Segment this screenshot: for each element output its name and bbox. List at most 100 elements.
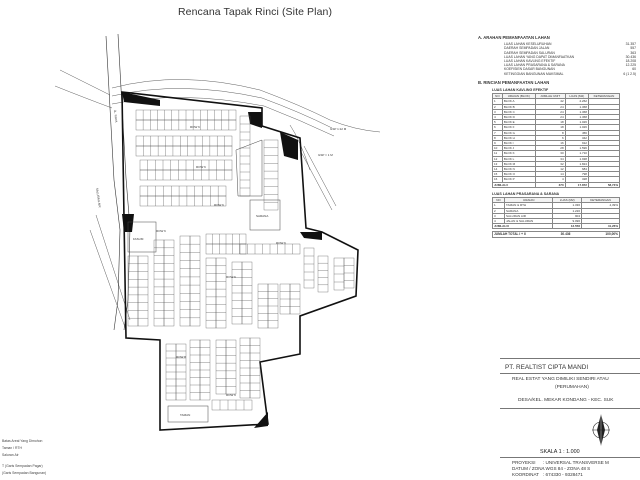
section-a-row: LUAS LAHAN YANG DAPAT DIMANFAATKAN 30.436 (478, 55, 640, 59)
projection-value: : UNIVERSAL TRANSVERSE M (543, 460, 609, 465)
section-a-label: LUAS LAHAN KAVLING EFEKTIF (504, 59, 556, 64)
label-row-6: ROW 6 (226, 275, 236, 279)
label-row-5: ROW 6 (276, 241, 286, 245)
grand-total-row: JUMLAH TOTAL I + II 30.436 100,00% (492, 231, 620, 238)
north-arrow-icon (592, 414, 610, 446)
section-a-row: LUAS LAHAN KAVLING EFEKTIF 18.208 (478, 59, 640, 63)
divider (500, 358, 640, 359)
lot-block (303, 247, 315, 289)
project-location: DESA/KEL. MEKAR KONDANG - KEC. SUK (518, 398, 614, 403)
document-title: Rencana Tapak Rinci (Site Plan) (178, 6, 333, 18)
table-sum-cell: 370 (534, 181, 566, 188)
label-fasum: FASUM (133, 237, 144, 241)
projection-row: PROYEKSI: UNIVERSAL TRANSVERSE M (512, 460, 609, 465)
lot-block (263, 139, 279, 211)
coordinate-key: KOORDINAT (512, 472, 539, 477)
lot-block (135, 135, 233, 147)
land-use-summary: A. ARAHAN PEMANFAATAN LAHAN LUAS LAHAN K… (478, 34, 640, 238)
section-a-value: 18.208 (625, 59, 636, 64)
section-a-value: 557 (630, 46, 636, 51)
label-row-4: ROW 6 (156, 229, 166, 233)
section-a-row: DAERAH SEMPADAN JALAN 557 (478, 46, 640, 50)
lot-block (215, 257, 227, 329)
label-rth: TAMAN (180, 413, 190, 417)
label-row-7: ROW 8 (176, 355, 186, 359)
grand-total-area: 30.436 (560, 232, 571, 237)
site-plan-drawing: FASUM SARANA TAMAN GSP = 1 M GSP 1:12 M … (54, 33, 381, 431)
lot-block (215, 339, 227, 395)
lot-block (189, 235, 201, 327)
label-road-side: SALURAN AIR (95, 188, 102, 209)
lot-block (205, 257, 217, 329)
lot-block (163, 239, 175, 327)
section-a-value: 31.357 (625, 42, 636, 47)
section-a-row: DAERAH SEMPADAN SALURAN 363 (478, 51, 640, 55)
grand-total-percent: 100,00% (605, 232, 618, 237)
legend-line-3: Saluran Air (2, 453, 19, 457)
lot-block (211, 399, 253, 411)
divider (500, 408, 640, 409)
lot-block (225, 339, 237, 395)
table-sum-cell: 17.872 (564, 181, 589, 188)
section-a-label: LUAS LAHAN YANG DAPAT DIMANFAATKAN (504, 54, 575, 59)
table-header-cell: URAIAN (BLOK) (501, 93, 536, 100)
label-row-3: ROW 6 (214, 203, 224, 207)
section-a-value: 60 (632, 67, 636, 72)
legend-line-4: T (Garis Sempadan Pagar) (2, 464, 43, 468)
project-line-1: REAL ESTAT YANG DIMILIKI SENDIRI ATAU (512, 377, 609, 382)
label-road-main: JL. RAYA (113, 110, 118, 123)
table-cell: JALAN & SALURAN (504, 217, 554, 225)
divider (500, 457, 640, 458)
table-header-cell: LUAS (M2) (564, 93, 589, 100)
section-a-label: KETINGGIAN BANGUNAN MAKSIMAL (504, 71, 564, 76)
coordinate-row: KOORDINAT : 674330 - 9328471 (512, 472, 583, 477)
label-gsp-top: GSP = 1 M (318, 153, 333, 157)
lot-block (127, 255, 139, 327)
section-a-label: DAERAH SEMPADAN JALAN (504, 46, 550, 51)
table-sum-cell: 41,26% (581, 223, 620, 230)
section-a-row: KOEFISIEN DASAR BANGUNAN 60 (478, 67, 640, 71)
label-masjid: SARANA (256, 214, 268, 218)
section-a-value: 30.436 (625, 54, 636, 59)
section-a-label: KOEFISIEN DASAR BANGUNAN (504, 67, 555, 72)
datum-key: DATUM / ZONA (512, 466, 545, 471)
coordinate-value: : 674330 - 9328471 (543, 472, 583, 477)
section-a-value: 363 (630, 50, 636, 55)
datum-value: : WGS 84 - ZONA 48 S (543, 466, 591, 471)
table-sum-cell: JUMLAH I (492, 181, 536, 188)
section-a-label: DAERAH SEMPADAN SALURAN (504, 50, 555, 55)
lot-block (317, 255, 329, 293)
table-sum-cell: 12.556 (552, 223, 583, 230)
project-line-2: (PERUMAHAN) (555, 385, 589, 390)
legend-line-1: Batas Areal Yang Dimohon (2, 439, 43, 443)
table-header-cell: KETERANGAN (581, 197, 620, 204)
site-boundary (121, 91, 359, 431)
section-a-row: KETINGGIAN BANGUNAN MAKSIMAL 6 (1 2.5) (478, 72, 640, 76)
table-header-cell: URAIAN (504, 197, 554, 204)
section-a-value: 6 (1 2.5) (623, 71, 636, 76)
lot-block (153, 239, 165, 327)
lot-block (139, 195, 227, 207)
company-name: PT. REALTIST CIPTA MANDI (505, 364, 589, 371)
legend-line-5: (Garis Sempadan Bangunan) (2, 471, 47, 475)
section-a-title: A. ARAHAN PEMANFAATAN LAHAN (478, 35, 550, 40)
psu-title: LUAS LAHAN PRASARANA & SARANA (492, 191, 560, 196)
lot-block (137, 255, 149, 327)
label-row-2: ROW 6 (196, 165, 206, 169)
lot-block (179, 235, 191, 327)
section-a-label: LUAS LAHAN PRASARANA & SARANA (504, 63, 565, 68)
table-header-cell: KETERANGAN (587, 93, 621, 100)
drawing-scale: SKALA 1 : 1.000 (540, 449, 580, 455)
table-sum-cell: 58,74% (587, 181, 621, 188)
lot-block (135, 145, 233, 157)
legend-line-2: Taman / RTH (2, 446, 22, 450)
